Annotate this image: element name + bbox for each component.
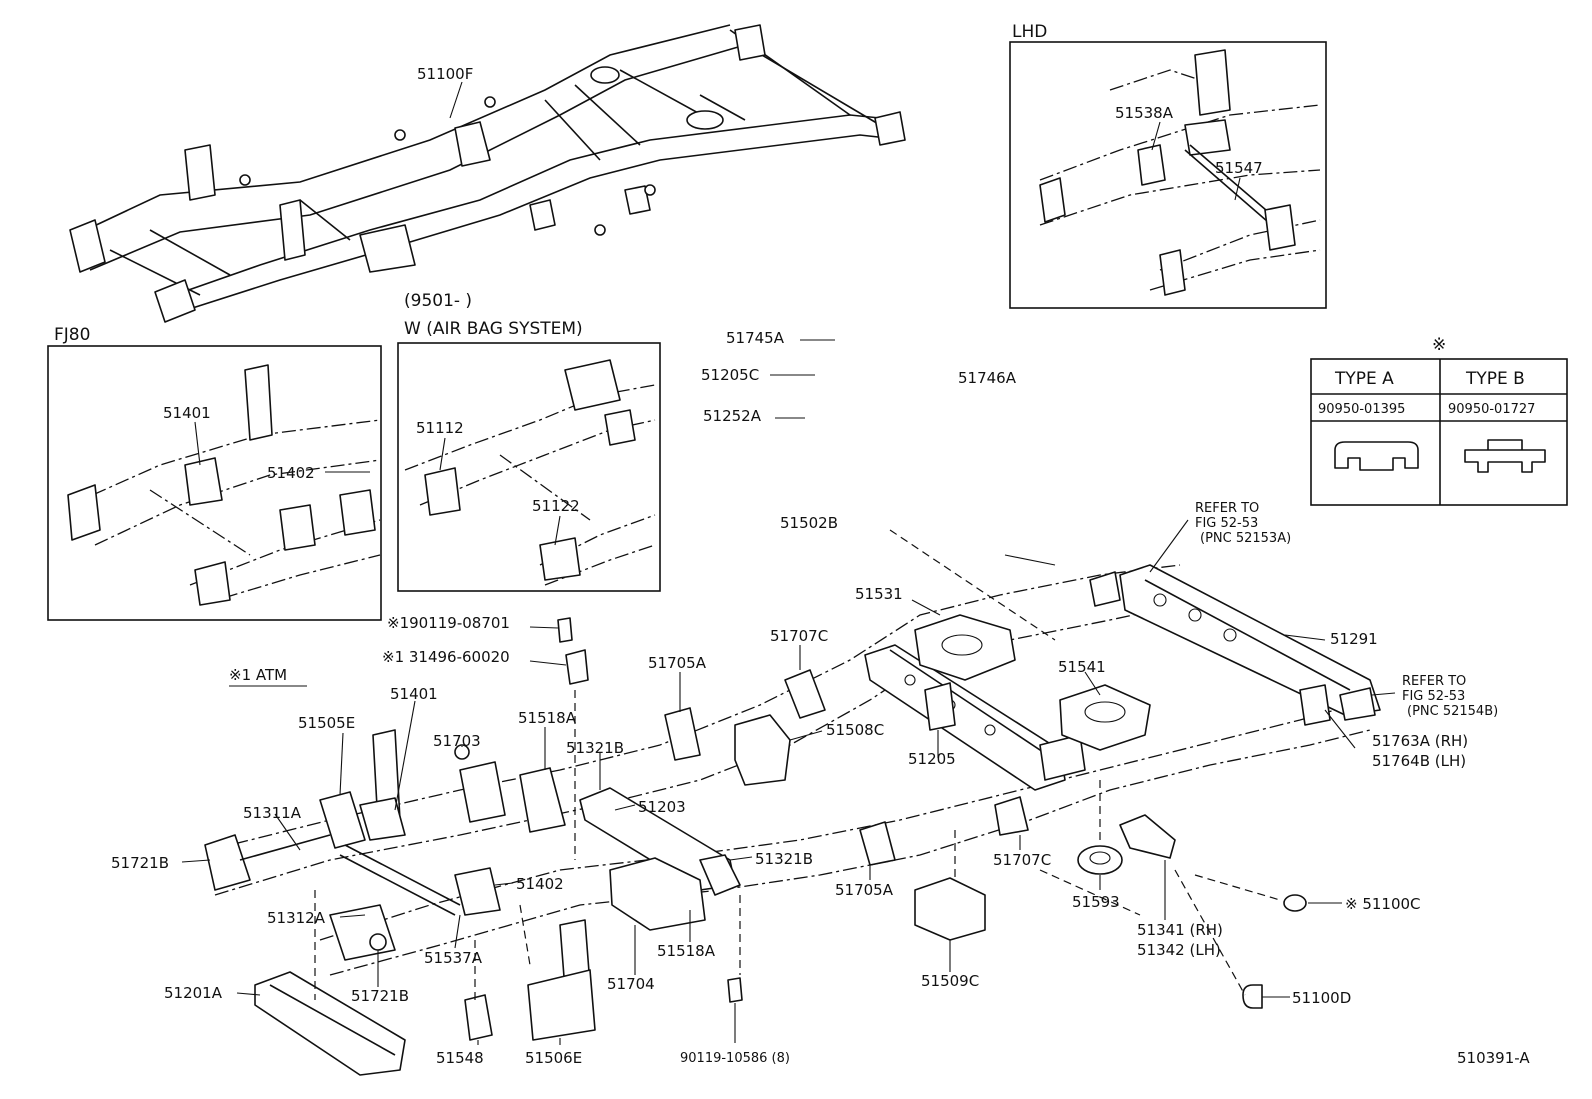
label-51518A-top: 51518A: [518, 709, 577, 727]
label-51745A: 51745A: [726, 329, 785, 347]
label-51707C-top: 51707C: [770, 627, 828, 645]
label-fj80-51402: 51402: [267, 464, 315, 482]
label-51205C: 51205C: [701, 366, 759, 384]
label-51506E: 51506E: [525, 1049, 582, 1067]
frame-assembly-top: [69, 24, 906, 323]
label-51705A-top: 51705A: [648, 654, 707, 672]
label-51100C: ※ 51100C: [1345, 895, 1421, 913]
label-51342: 51342 (LH): [1137, 941, 1221, 959]
label-51548: 51548: [436, 1049, 484, 1067]
label-51764B: 51764B (LH): [1372, 752, 1466, 770]
label-51402: 51402: [516, 875, 564, 893]
label-51502B: 51502B: [780, 514, 838, 532]
inset-airbag-title: W (AIR BAG SYSTEM): [404, 319, 583, 339]
refer-note-1-line1: REFER TO: [1195, 501, 1259, 516]
clip-table-header-b: TYPE B: [1465, 369, 1525, 389]
label-51703: 51703: [433, 732, 481, 750]
clip-table-mark: ※: [1432, 335, 1446, 355]
refer-note-2-line2: FIG 52-53: [1402, 689, 1465, 704]
clip-table-pn-a: 90950-01395: [1318, 402, 1405, 417]
refer-note-1-line3: (PNC 52153A): [1200, 531, 1291, 546]
atm-note: ※1 ATM: [229, 666, 287, 684]
frame-assembly-main: [204, 564, 1381, 1076]
label-51541: 51541: [1058, 658, 1106, 676]
label-51321B-top: 51321B: [566, 739, 624, 757]
inset-airbag-date: (9501- ): [404, 291, 472, 311]
clip-table-header-a: TYPE A: [1334, 369, 1394, 389]
label-51312A: 51312A: [267, 909, 326, 927]
inset-airbag: [397, 342, 661, 592]
label-51291: 51291: [1330, 630, 1378, 648]
label-51721B-bottom: 51721B: [351, 987, 409, 1005]
refer-note-2-line3: (PNC 52154B): [1407, 704, 1498, 719]
label-51321B-bottom: 51321B: [755, 850, 813, 868]
label-51201A: 51201A: [164, 984, 223, 1002]
label-51721B-left: 51721B: [111, 854, 169, 872]
label-51112: 51112: [416, 419, 464, 437]
label-51341: 51341 (RH): [1137, 921, 1223, 939]
label-51707C-bottom: 51707C: [993, 851, 1051, 869]
inset-fj80-title: FJ80: [54, 325, 90, 345]
label-51401: 51401: [390, 685, 438, 703]
label-51508C: 51508C: [826, 721, 884, 739]
inset-fj80: [47, 345, 382, 621]
label-51311A: 51311A: [243, 804, 302, 822]
inset-lhd-title: LHD: [1012, 22, 1047, 42]
label-51509C: 51509C: [921, 972, 979, 990]
label-bolt-90119-08701: ※190119-08701: [387, 614, 510, 632]
label-51203: 51203: [638, 798, 686, 816]
label-51505E: 51505E: [298, 714, 355, 732]
clip-type-table: [1310, 358, 1568, 506]
label-51537A: 51537A: [424, 949, 483, 967]
refer-note-2-line1: REFER TO: [1402, 674, 1466, 689]
label-51538A: 51538A: [1115, 104, 1174, 122]
label-51705A-bottom: 51705A: [835, 881, 894, 899]
label-51122: 51122: [532, 497, 580, 515]
label-51100F: 51100F: [417, 65, 473, 83]
label-fj80-51401: 51401: [163, 404, 211, 422]
label-51704: 51704: [607, 975, 655, 993]
clip-type-a-shape: [1334, 441, 1419, 471]
label-51763A: 51763A (RH): [1372, 732, 1468, 750]
refer-note-1-line2: FIG 52-53: [1195, 516, 1258, 531]
label-51518A-bottom: 51518A: [657, 942, 716, 960]
label-51547: 51547: [1215, 159, 1263, 177]
label-51100D: 51100D: [1292, 989, 1351, 1007]
clip-table-pn-b: 90950-01727: [1448, 402, 1535, 417]
label-51746A: 51746A: [958, 369, 1017, 387]
label-bolt-90119-10586: 90119-10586 (8): [680, 1051, 790, 1066]
label-51531: 51531: [855, 585, 903, 603]
inset-lhd: [1009, 41, 1327, 309]
label-51593: 51593: [1072, 893, 1120, 911]
label-bolt-31496-60020: ※1 31496-60020: [382, 648, 510, 666]
label-51252A: 51252A: [703, 407, 762, 425]
clip-type-b-shape: [1464, 439, 1546, 473]
diagram-id: 510391-A: [1457, 1049, 1530, 1067]
label-51205: 51205: [908, 750, 956, 768]
